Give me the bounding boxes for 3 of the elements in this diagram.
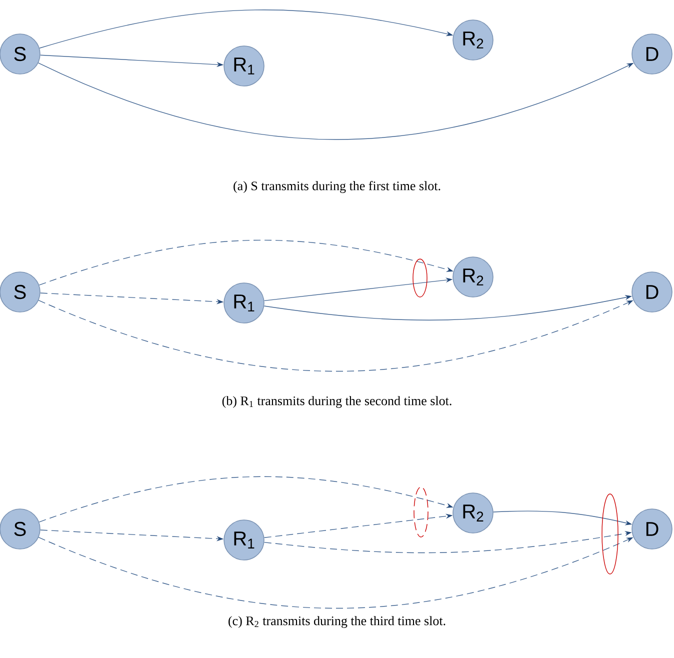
caption: (c) R$_{2}$ transmits during the third time slot.: [228, 616, 446, 628]
caption: (a) S transmits during the first time slot.: [234, 181, 440, 193]
caption: (b) R$_{1}$ transmits during the second time slot.: [222, 396, 452, 408]
